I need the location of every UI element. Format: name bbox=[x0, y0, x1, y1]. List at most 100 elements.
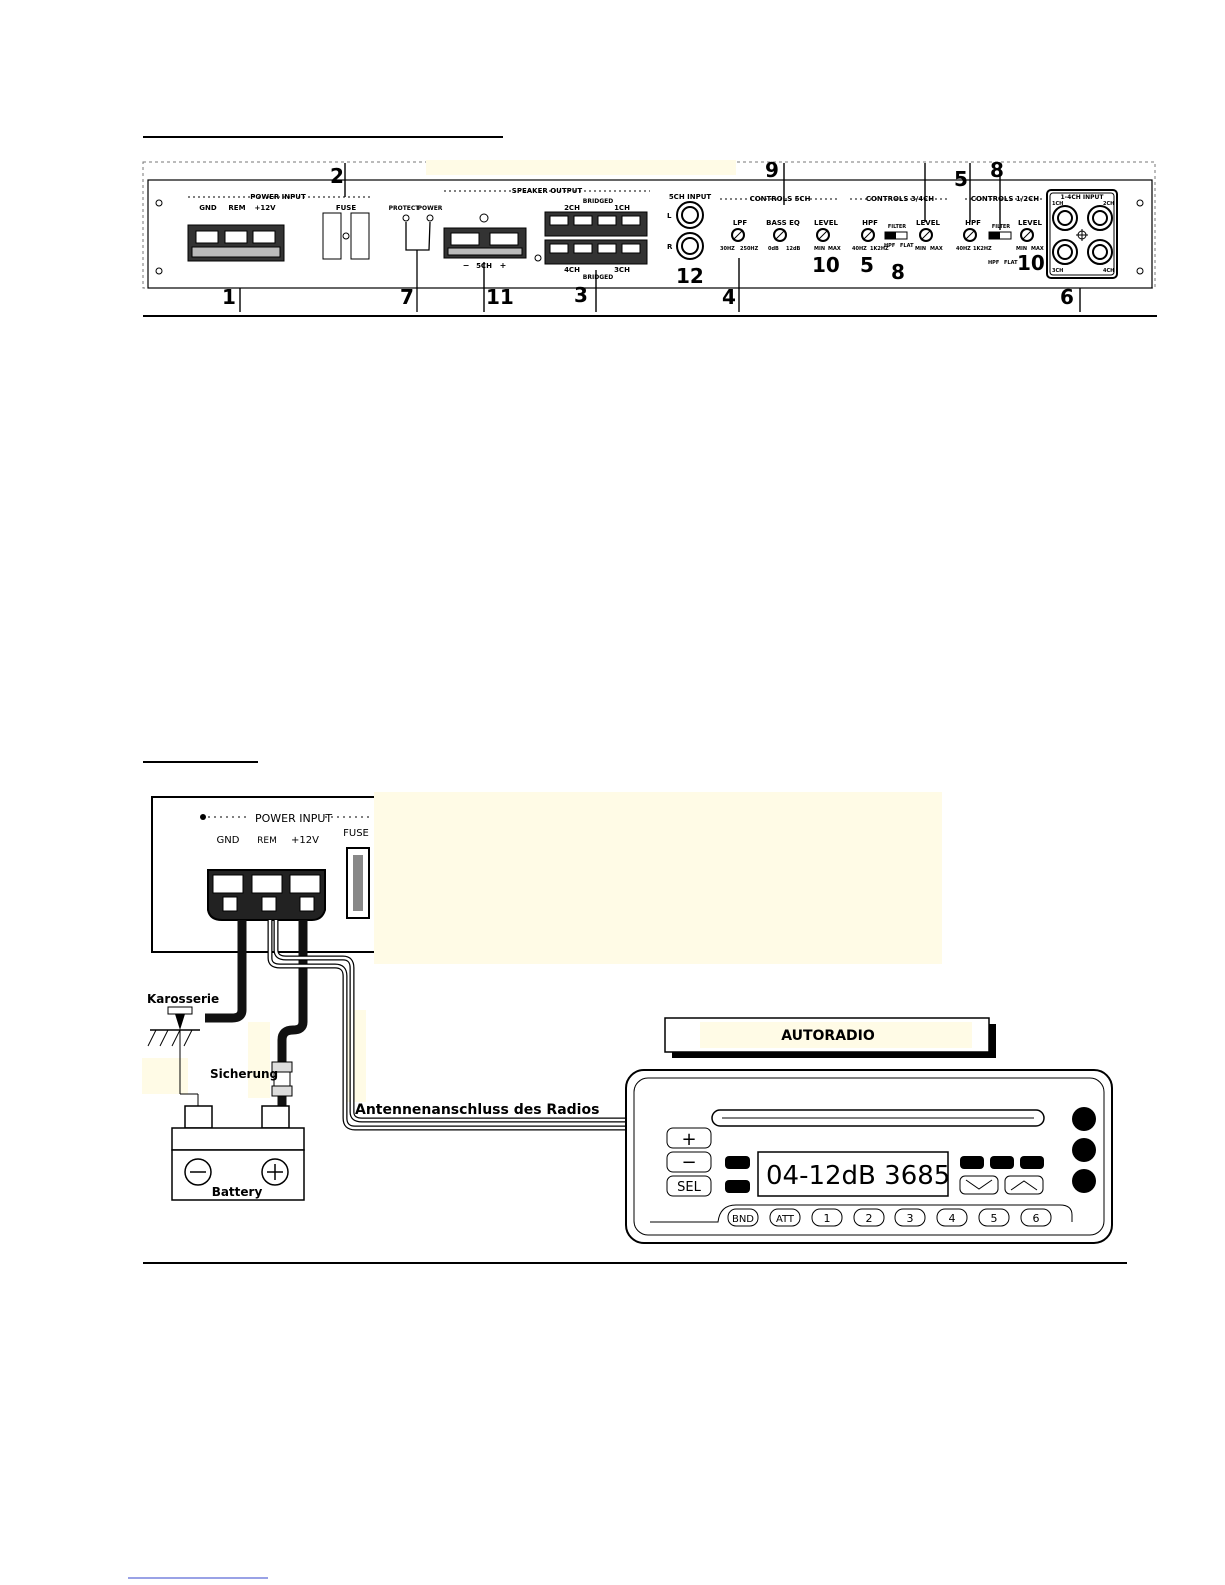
svg-text:MAX: MAX bbox=[1031, 246, 1044, 252]
svg-text:BND: BND bbox=[732, 1214, 754, 1225]
svg-text:40HZ: 40HZ bbox=[852, 246, 867, 252]
ch4-label: 4CH bbox=[564, 266, 580, 274]
svg-text:250HZ: 250HZ bbox=[740, 246, 759, 252]
svg-text:HPF: HPF bbox=[965, 219, 981, 227]
controls-12ch-label: CONTROLS 1/2CH bbox=[971, 195, 1039, 203]
amplifier-panel: POWER INPUT GND REM +12V FUSE PROTECT PO… bbox=[142, 158, 1157, 317]
knob-lpf: LPF 30HZ 250HZ bbox=[720, 219, 759, 252]
sicherung-label: Sicherung bbox=[210, 1067, 278, 1081]
callout-2: 2 bbox=[330, 164, 344, 188]
callout-10a: 10 bbox=[812, 253, 840, 277]
svg-text:4: 4 bbox=[949, 1212, 956, 1225]
preset-4-button[interactable] bbox=[936, 1208, 968, 1227]
svg-text:2: 2 bbox=[866, 1212, 873, 1225]
callout-9: 9 bbox=[765, 158, 779, 182]
knob-level-5ch: LEVEL MIN MAX bbox=[814, 219, 841, 252]
svg-text:3CH: 3CH bbox=[1052, 268, 1063, 274]
plus12v-label: +12V bbox=[254, 204, 276, 212]
svg-text:MAX: MAX bbox=[930, 246, 943, 252]
karosserie-label: Karosserie bbox=[147, 992, 219, 1006]
callout-12: 12 bbox=[676, 264, 704, 288]
knob-hpf-34ch: HPF 40HZ 1K2HZ bbox=[852, 219, 889, 252]
ch5-plus: + bbox=[500, 261, 507, 270]
display-text: 04-12dB 3685 bbox=[766, 1161, 950, 1191]
input-14ch-label: 1-4CH INPUT bbox=[1061, 194, 1105, 201]
svg-text:HPF: HPF bbox=[862, 219, 878, 227]
callout-8b: 8 bbox=[990, 158, 1004, 182]
filter-switch-34ch: FILTER HPF FLAT bbox=[884, 224, 914, 249]
svg-text:HPF: HPF bbox=[884, 243, 895, 249]
power-input-label: POWER INPUT bbox=[250, 193, 306, 201]
input-5ch: 5CH INPUT L R bbox=[667, 193, 712, 260]
svg-text:4CH: 4CH bbox=[1103, 268, 1114, 274]
preset-6-button[interactable] bbox=[1020, 1208, 1052, 1227]
preset-buttons: BND ATT 1 2 3 4 5 6 bbox=[727, 1208, 1052, 1227]
wiring-gnd-label: GND bbox=[217, 835, 240, 846]
minus-button[interactable] bbox=[666, 1151, 712, 1173]
chassis-ground-icon bbox=[142, 1006, 200, 1106]
speaker-output-label: SPEAKER OUTPUT bbox=[512, 187, 583, 195]
inline-fuse-icon bbox=[271, 1061, 293, 1097]
fuse-label: FUSE bbox=[336, 204, 357, 212]
svg-text:5: 5 bbox=[991, 1212, 998, 1225]
battery-icon: Battery bbox=[171, 1105, 305, 1201]
car-radio: + − SEL 04-12dB 3685 BND ATT bbox=[625, 1069, 1113, 1244]
svg-text:2CH: 2CH bbox=[1103, 201, 1114, 207]
input-5ch-label: 5CH INPUT bbox=[669, 193, 712, 201]
bridged-bottom-label: BRIDGED bbox=[583, 274, 613, 281]
input-r-label: R bbox=[667, 243, 673, 251]
ch5-minus: − bbox=[463, 261, 470, 270]
callout-lines bbox=[239, 163, 1081, 312]
svg-text:40HZ: 40HZ bbox=[956, 246, 971, 252]
bnd-button[interactable] bbox=[727, 1208, 759, 1227]
seek-down-button[interactable] bbox=[959, 1175, 999, 1195]
svg-text:FLAT: FLAT bbox=[900, 243, 914, 249]
amp-closeup: POWER INPUT GND REM +12V FUSE bbox=[151, 792, 942, 964]
preset-2-button[interactable] bbox=[853, 1208, 885, 1227]
fuse-holder: FUSE bbox=[322, 204, 370, 260]
status-leds: PROTECT POWER bbox=[389, 205, 443, 312]
svg-text:MIN: MIN bbox=[915, 246, 926, 252]
callout-3: 3 bbox=[574, 283, 588, 307]
callout-11: 11 bbox=[486, 285, 514, 309]
wiring-diagram: POWER INPUT GND REM +12V FUSE Karosserie bbox=[142, 792, 1127, 1264]
callout-4: 4 bbox=[722, 285, 736, 309]
att-button[interactable] bbox=[769, 1208, 801, 1227]
plus-button[interactable] bbox=[666, 1127, 712, 1149]
input-1-4ch: 1-4CH INPUT 1CH 2CH 3CH 4CH bbox=[1046, 189, 1118, 279]
knob-bass-eq: BASS EQ 0dB 12dB bbox=[766, 219, 800, 252]
power-label: POWER bbox=[418, 205, 443, 212]
preset-3-button[interactable] bbox=[894, 1208, 926, 1227]
svg-text:MIN: MIN bbox=[814, 246, 825, 252]
ch1-label: 1CH bbox=[614, 204, 630, 212]
radio-display bbox=[757, 1151, 949, 1197]
svg-text:FILTER: FILTER bbox=[888, 224, 906, 230]
svg-text:FLAT: FLAT bbox=[1004, 260, 1018, 266]
callout-10b: 10 bbox=[1017, 251, 1045, 275]
svg-text:1K2HZ: 1K2HZ bbox=[973, 246, 992, 252]
speaker-output: SPEAKER OUTPUT − 5CH + BRIDGED 2CH 1CH 4… bbox=[443, 187, 650, 281]
seek-up-button[interactable] bbox=[1004, 1175, 1044, 1195]
svg-text:−: − bbox=[681, 1152, 696, 1173]
autoradio-label: AUTORADIO bbox=[781, 1028, 875, 1044]
autoradio-label-box: AUTORADIO bbox=[664, 1017, 996, 1058]
sel-button[interactable] bbox=[666, 1175, 712, 1197]
svg-text:30HZ: 30HZ bbox=[720, 246, 735, 252]
bridged-top-label: BRIDGED bbox=[583, 198, 613, 205]
preset-5-button[interactable] bbox=[978, 1208, 1010, 1227]
svg-text:FILTER: FILTER bbox=[992, 224, 1010, 230]
antenna-label: Antennenanschluss des Radios bbox=[355, 1102, 599, 1118]
callout-1: 1 bbox=[222, 285, 236, 309]
svg-text:HPF: HPF bbox=[988, 260, 999, 266]
power-input-terminal: POWER INPUT GND REM +12V bbox=[187, 193, 370, 262]
svg-text:6: 6 bbox=[1033, 1212, 1040, 1225]
protect-label: PROTECT bbox=[389, 205, 421, 212]
preset-1-button[interactable] bbox=[811, 1208, 843, 1227]
callout-5a: 5 bbox=[860, 253, 874, 277]
gnd-label: GND bbox=[199, 204, 217, 212]
svg-text:LPF: LPF bbox=[733, 219, 748, 227]
wiring-rem-label: REM bbox=[257, 836, 277, 846]
battery-label: Battery bbox=[212, 1185, 263, 1199]
